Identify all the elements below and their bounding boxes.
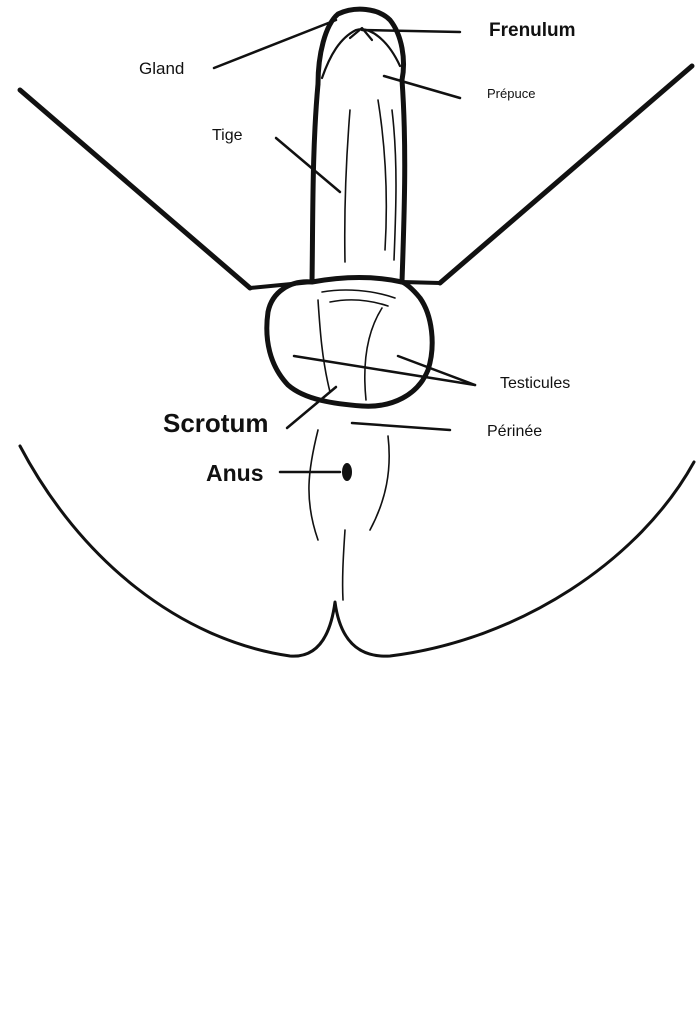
buttocks-curve <box>18 444 696 658</box>
scrotum-outline <box>264 275 435 409</box>
shaft-outline <box>309 77 408 285</box>
label-anus: Anus <box>206 460 264 486</box>
perineum-right <box>369 435 390 531</box>
leader-testicules-b <box>396 354 477 387</box>
perineum-left <box>308 429 319 541</box>
leader-tige <box>274 136 342 194</box>
scrotum-folds <box>317 289 396 401</box>
glans-outline <box>315 6 406 87</box>
anus-mark <box>342 463 352 481</box>
shaft-base-right <box>400 280 442 285</box>
leader-testicules-a <box>292 354 477 387</box>
leader-perinee <box>350 421 452 432</box>
right-thigh-line <box>437 63 695 286</box>
frenulum-mark <box>348 26 374 42</box>
label-tige: Tige <box>212 127 243 144</box>
label-prepuce: Prépuce <box>487 86 536 101</box>
leader-scrotum <box>285 385 338 430</box>
label-scrotum: Scrotum <box>163 408 269 438</box>
leader-frenulum <box>360 28 462 34</box>
label-testicules: Testicules <box>500 375 571 392</box>
shaft-inner-right <box>391 109 397 261</box>
shaft-inner-mid <box>377 99 388 251</box>
label-perinee: Périnée <box>487 423 543 440</box>
label-frenulum: Frenulum <box>489 20 576 41</box>
leader-gland <box>212 18 338 70</box>
label-gland: Gland <box>139 59 185 78</box>
left-thigh-line <box>17 87 253 291</box>
perineum-raphe <box>341 529 346 601</box>
leader-prepuce <box>382 74 462 100</box>
shaft-inner-left <box>343 109 351 263</box>
glans-inner <box>320 28 402 80</box>
